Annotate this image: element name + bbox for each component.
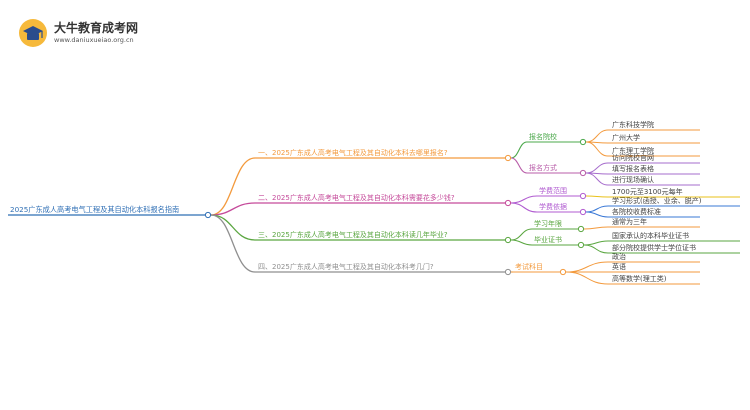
leaf-link-1-2-1 (585, 162, 609, 174)
leaf-label-4-1-3: 高等数学(理工类) (612, 274, 667, 283)
leaf-link-1-2-3 (585, 172, 609, 186)
branch-link-3 (210, 214, 256, 241)
leaf-link-3-2-1 (583, 240, 609, 246)
child-link-3-1 (510, 228, 533, 241)
child-label-3-2: 毕业证书 (534, 235, 562, 244)
branch-link-2 (210, 202, 256, 216)
leaf-link-4-1-3 (565, 271, 609, 285)
branch-knob-2 (504, 199, 512, 207)
child-knob-2-2 (579, 208, 587, 216)
branch-label-4: 四、2025广东成人高考电气工程及其自动化本科考几门? (258, 262, 434, 271)
child-knob-1-2 (579, 169, 587, 177)
leaf-label-2-1-1: 1700元至3100元每年 (612, 187, 683, 196)
graduation-book-icon (19, 19, 47, 47)
child-label-2-2: 学费依据 (539, 202, 567, 211)
leaf-label-2-2-2: 各院校收费标准 (612, 207, 661, 216)
leaf-link-1-1-3 (585, 141, 609, 157)
leaf-link-3-1-1 (583, 226, 609, 230)
root-connector-knob (204, 211, 212, 219)
branch-knob-4 (504, 268, 512, 276)
leaf-link-4-1-1 (565, 261, 609, 273)
child-knob-2-1 (579, 192, 587, 200)
child-label-1-2: 报名方式 (529, 163, 557, 172)
child-knob-1-1 (579, 138, 587, 146)
leaf-label-4-1-1: 政治 (612, 252, 626, 261)
leaf-link-2-2-1 (585, 205, 609, 213)
child-link-3-2 (510, 239, 533, 246)
leaf-label-3-2-1: 国家承认的本科毕业证书 (612, 231, 689, 240)
leaf-label-1-1-2: 广州大学 (612, 133, 640, 142)
branch-link-4 (210, 214, 256, 273)
child-label-4-1: 考试科目 (515, 262, 543, 271)
leaf-label-3-2-2: 部分院校提供学士学位证书 (612, 243, 696, 252)
child-knob-3-1 (577, 225, 585, 233)
root-node-label: 2025广东成人高考电气工程及其自动化本科报名指南 (10, 205, 179, 214)
leaf-label-3-1-1: 通常为三年 (612, 217, 647, 226)
branch-knob-3 (504, 236, 512, 244)
leaf-label-4-1-2: 英语 (612, 262, 626, 271)
child-label-2-1: 学费范围 (539, 186, 567, 195)
child-link-2-2 (510, 202, 538, 213)
child-knob-3-2 (577, 241, 585, 249)
leaf-label-1-2-2: 填写报名表格 (612, 164, 654, 173)
leaf-link-2-1-1 (585, 195, 609, 198)
brand-name: 大牛教育成考网 (54, 21, 139, 35)
leaf-link-2-2-2 (585, 211, 609, 218)
leaf-link-3-2-2 (583, 244, 609, 254)
leaf-label-1-1-3: 广东理工学院 (612, 146, 654, 155)
child-label-1-1: 报名院校 (529, 132, 557, 141)
branch-label-1: 一、2025广东成人高考电气工程及其自动化本科去哪里报名? (258, 148, 448, 157)
child-link-1-1 (510, 141, 528, 159)
brand-url: www.daniuxueiao.org.cn (54, 36, 134, 44)
brand-logo: 大牛教育成考网 www.daniuxueiao.org.cn (18, 16, 138, 50)
branch-link-1 (210, 157, 256, 216)
branch-knob-1 (504, 154, 512, 162)
child-label-3-1: 学习年限 (534, 219, 562, 228)
leaf-label-1-2-1: 访问院校官网 (612, 153, 654, 162)
leaf-label-1-2-3: 进行现场确认 (612, 175, 654, 184)
leaf-link-1-1-1 (585, 129, 609, 143)
leaf-label-1-1-1: 广东科技学院 (612, 120, 654, 129)
child-link-2-1 (510, 195, 538, 204)
child-knob-4-1 (559, 268, 567, 276)
leaf-label-2-2-1: 学习形式(函授、业余、脱产) (612, 196, 702, 205)
branch-label-2: 二、2025广东成人高考电气工程及其自动化本科需要花多少钱? (258, 193, 455, 202)
branch-label-3: 三、2025广东成人高考电气工程及其自动化本科读几年毕业? (258, 230, 448, 239)
child-link-1-2 (510, 157, 528, 174)
